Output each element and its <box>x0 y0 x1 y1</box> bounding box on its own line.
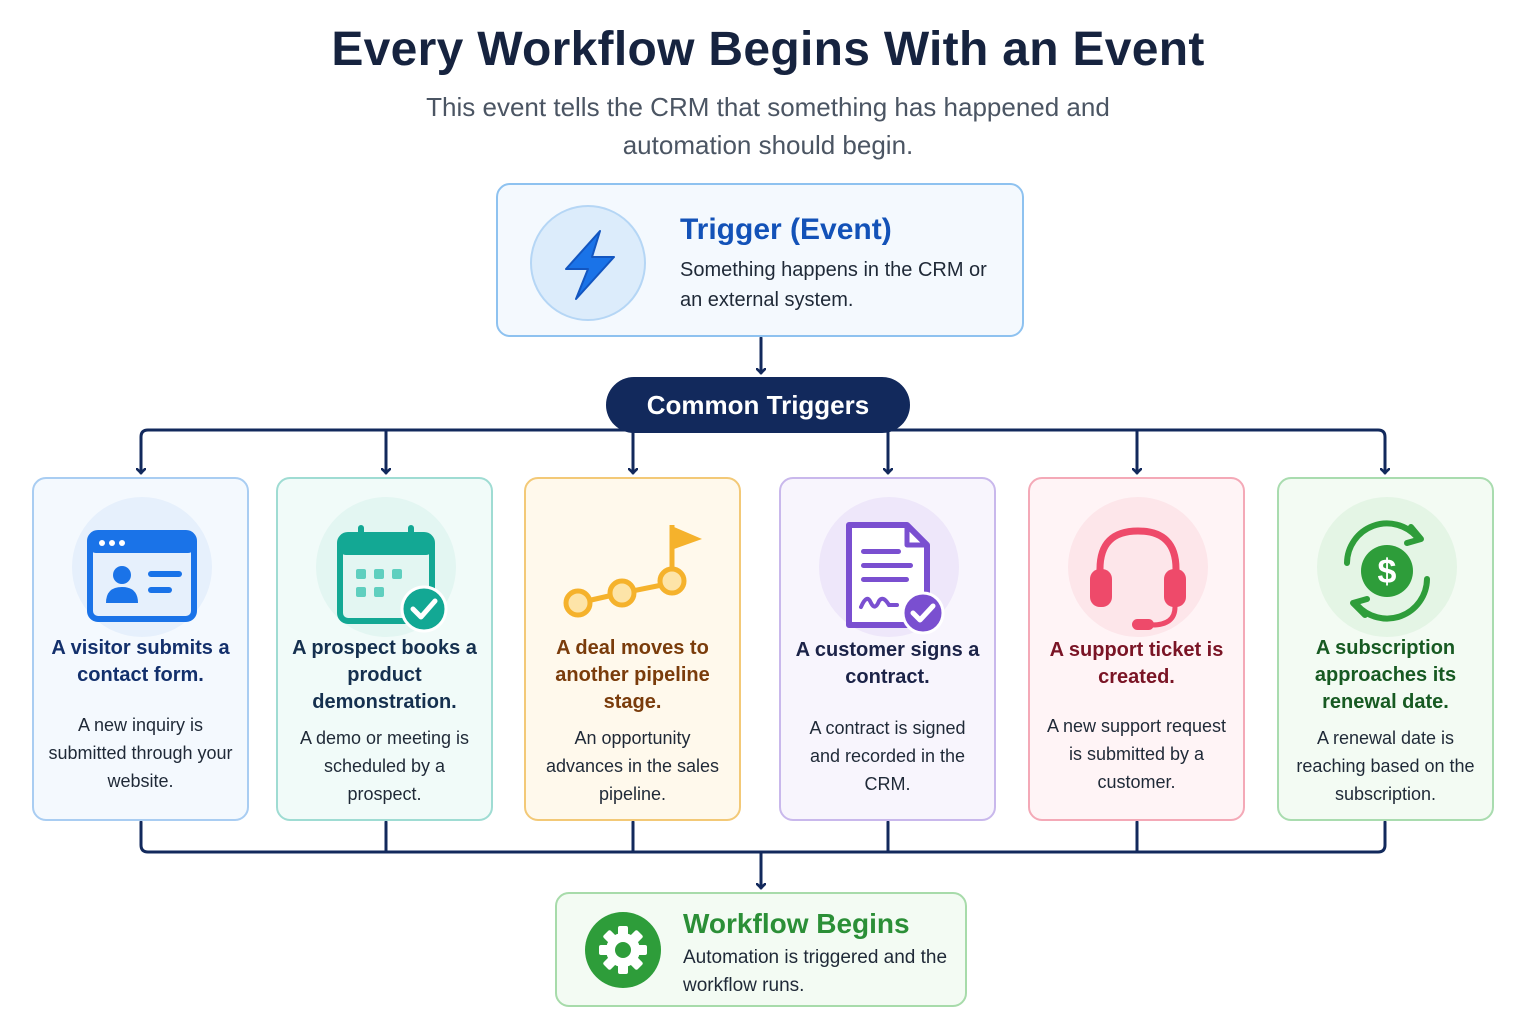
card-title: A subscription approaches its renewal da… <box>1314 637 1457 713</box>
pipeline-flag-icon <box>563 497 704 637</box>
page-subtitle: This event tells the CRM that something … <box>426 92 1110 160</box>
workflow-description: Automation is triggered and the workflow… <box>683 947 948 996</box>
card-description: A demo or meeting is scheduled by a pros… <box>299 728 470 804</box>
trigger-description: Something happens in the CRM or an exter… <box>680 259 987 311</box>
card-title: A prospect books a product demonstration… <box>292 637 477 713</box>
trigger-card-contact-form: A visitor submits a contact form. A new … <box>32 477 249 821</box>
card-description: An opportunity advances in the sales pip… <box>545 728 720 804</box>
signed-document-icon <box>819 497 959 637</box>
card-description: A new inquiry is submitted through your … <box>48 715 233 791</box>
trigger-card-contract-signed: A customer signs a contract. A contract … <box>779 477 996 821</box>
card-title: A deal moves to another pipeline stage. <box>555 637 710 713</box>
trigger-card-support-ticket: A support ticket is created. A new suppo… <box>1028 477 1245 821</box>
lightning-bolt-icon <box>530 205 646 321</box>
card-title: A visitor submits a contact form. <box>51 637 230 686</box>
card-description: A contract is signed and recorded in the… <box>809 718 966 794</box>
page-title: Every Workflow Begins With an Event <box>331 23 1205 76</box>
trigger-title: Trigger (Event) <box>680 213 892 246</box>
card-title: A support ticket is created. <box>1049 639 1224 688</box>
calendar-check-icon <box>316 497 456 637</box>
trigger-card-subscription-renewal: $ A subscription approaches its renewal … <box>1277 477 1494 821</box>
workflow-begins-box: Workflow Begins Automation is triggered … <box>555 892 967 1007</box>
svg-text:$: $ <box>1378 553 1397 591</box>
card-description: A new support request is submitted by a … <box>1046 716 1227 792</box>
workflow-title: Workflow Begins <box>683 908 910 939</box>
top-branch-line <box>139 428 1387 474</box>
contact-card-window-icon <box>72 497 212 637</box>
trigger-box: Trigger (Event) Something happens in the… <box>496 183 1024 337</box>
card-title: A customer signs a contract. <box>795 639 980 688</box>
headset-icon <box>1068 497 1208 637</box>
trigger-card-pipeline-stage: A deal moves to another pipeline stage. … <box>524 477 741 821</box>
card-description: A renewal date is reaching based on the … <box>1296 728 1475 804</box>
dollar-renewal-icon: $ <box>1317 497 1457 637</box>
common-triggers-label: Common Triggers <box>606 377 910 433</box>
bottom-merge-line <box>139 820 1387 854</box>
gear-icon <box>585 912 661 988</box>
trigger-card-demo-booking: A prospect books a product demonstration… <box>276 477 493 821</box>
